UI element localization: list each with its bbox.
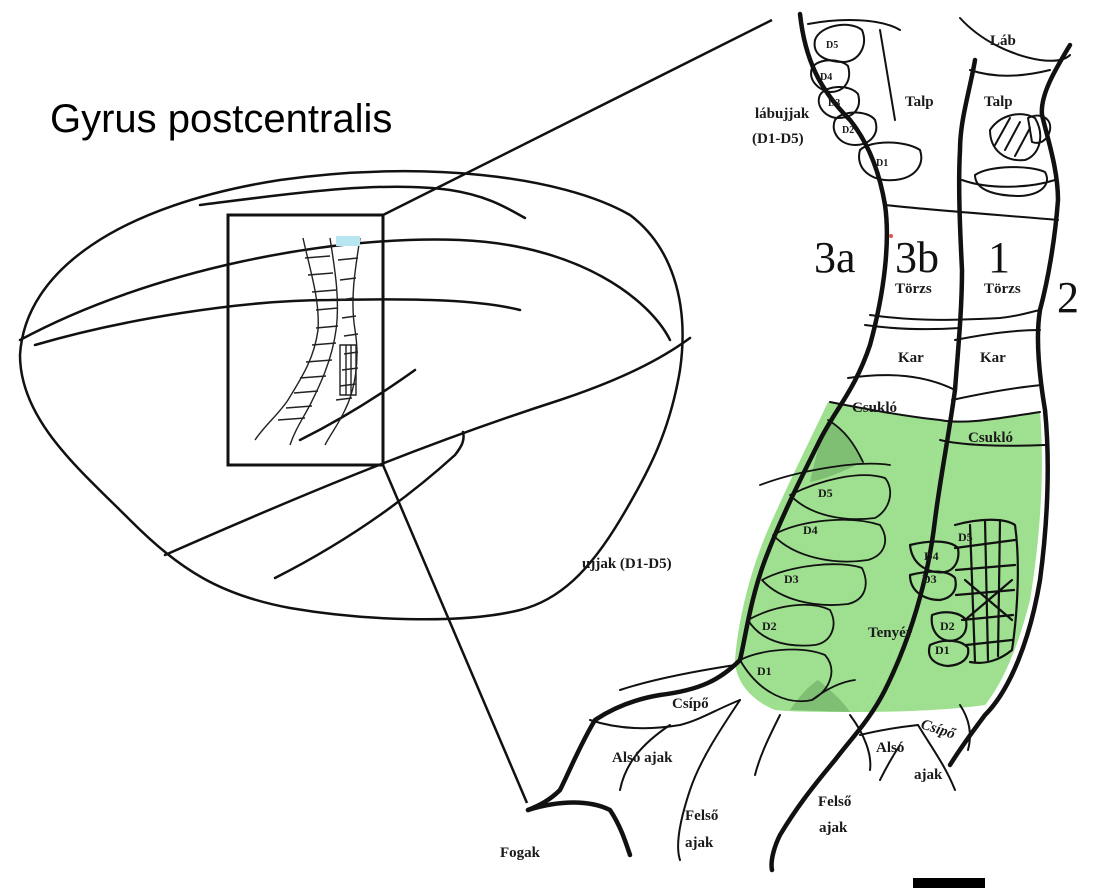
outline-bottom-left: [528, 803, 630, 856]
label-torzs-right: Törzs: [984, 281, 1021, 297]
digit-1-d2: D2: [940, 619, 955, 633]
inset-box: [228, 215, 383, 465]
connector-bottom: [383, 465, 527, 803]
toe-label-d4: D4: [820, 72, 832, 83]
label-csuklo-right: Csukló: [968, 430, 1013, 446]
label-csipo-left: Csípő: [672, 696, 709, 712]
digit-1-d5: D5: [958, 530, 973, 544]
digit-3b-d4: D4: [803, 523, 818, 537]
label-felso-ajak-right-2: ajak: [819, 820, 848, 836]
label-labujjak-1: lábujjak: [755, 106, 810, 122]
digit-3b-d2: D2: [762, 619, 777, 633]
area-1-label: 1: [988, 233, 1010, 282]
label-also-ajak-right-1: Alsó: [876, 740, 904, 756]
label-also-ajak-left: Alsó ajak: [612, 750, 673, 766]
label-fogak: Fogak: [500, 845, 541, 861]
label-csipo-right: Csípő: [919, 717, 959, 743]
toe-label-d2: D2: [842, 125, 854, 136]
label-kar-right: Kar: [980, 350, 1006, 366]
area-3b-label: 3b: [895, 233, 939, 282]
toe-label-d1: D1: [876, 158, 888, 169]
area-2-label: 2: [1057, 273, 1079, 322]
area-3a-label: 3a: [814, 233, 856, 282]
label-felso-ajak-right-1: Felső: [818, 794, 852, 810]
label-tenyer: Tenyér: [868, 625, 913, 641]
digit-3b-d5: D5: [818, 486, 833, 500]
label-torzs-left: Törzs: [895, 281, 932, 297]
label-also-ajak-right-2: ajak: [914, 767, 943, 783]
connector-top: [383, 20, 772, 215]
label-ujjak: ujjak (D1-D5): [582, 556, 672, 572]
digit-1-d4: D4: [924, 549, 939, 563]
label-csuklo-left: Csukló: [852, 400, 897, 416]
digit-3b-d3: D3: [784, 572, 799, 586]
digit-1-d3: D3: [922, 572, 937, 586]
digit-1-d1: D1: [935, 643, 950, 657]
label-labujjak-2: (D1-D5): [752, 131, 804, 147]
toe-label-d3: D3: [828, 98, 840, 109]
label-lab: Láb: [990, 33, 1016, 49]
label-kar-left: Kar: [898, 350, 924, 366]
label-talp-left: Talp: [905, 94, 934, 110]
toe-label-d5: D5: [826, 40, 838, 51]
gyrus-map: 3a 3b 1 2 Láb Talp Talp lábujjak (D1-D5)…: [500, 14, 1079, 870]
scale-bar: [913, 878, 985, 888]
digit-3b-d1: D1: [757, 664, 772, 678]
diagram-title: Gyrus postcentralis: [50, 97, 392, 141]
mini-gyrus: [255, 236, 360, 445]
marker-dot: [889, 234, 893, 238]
label-talp-right: Talp: [984, 94, 1013, 110]
label-felso-ajak-left-2: ajak: [685, 835, 714, 851]
label-felso-ajak-left-1: Felső: [685, 808, 719, 824]
